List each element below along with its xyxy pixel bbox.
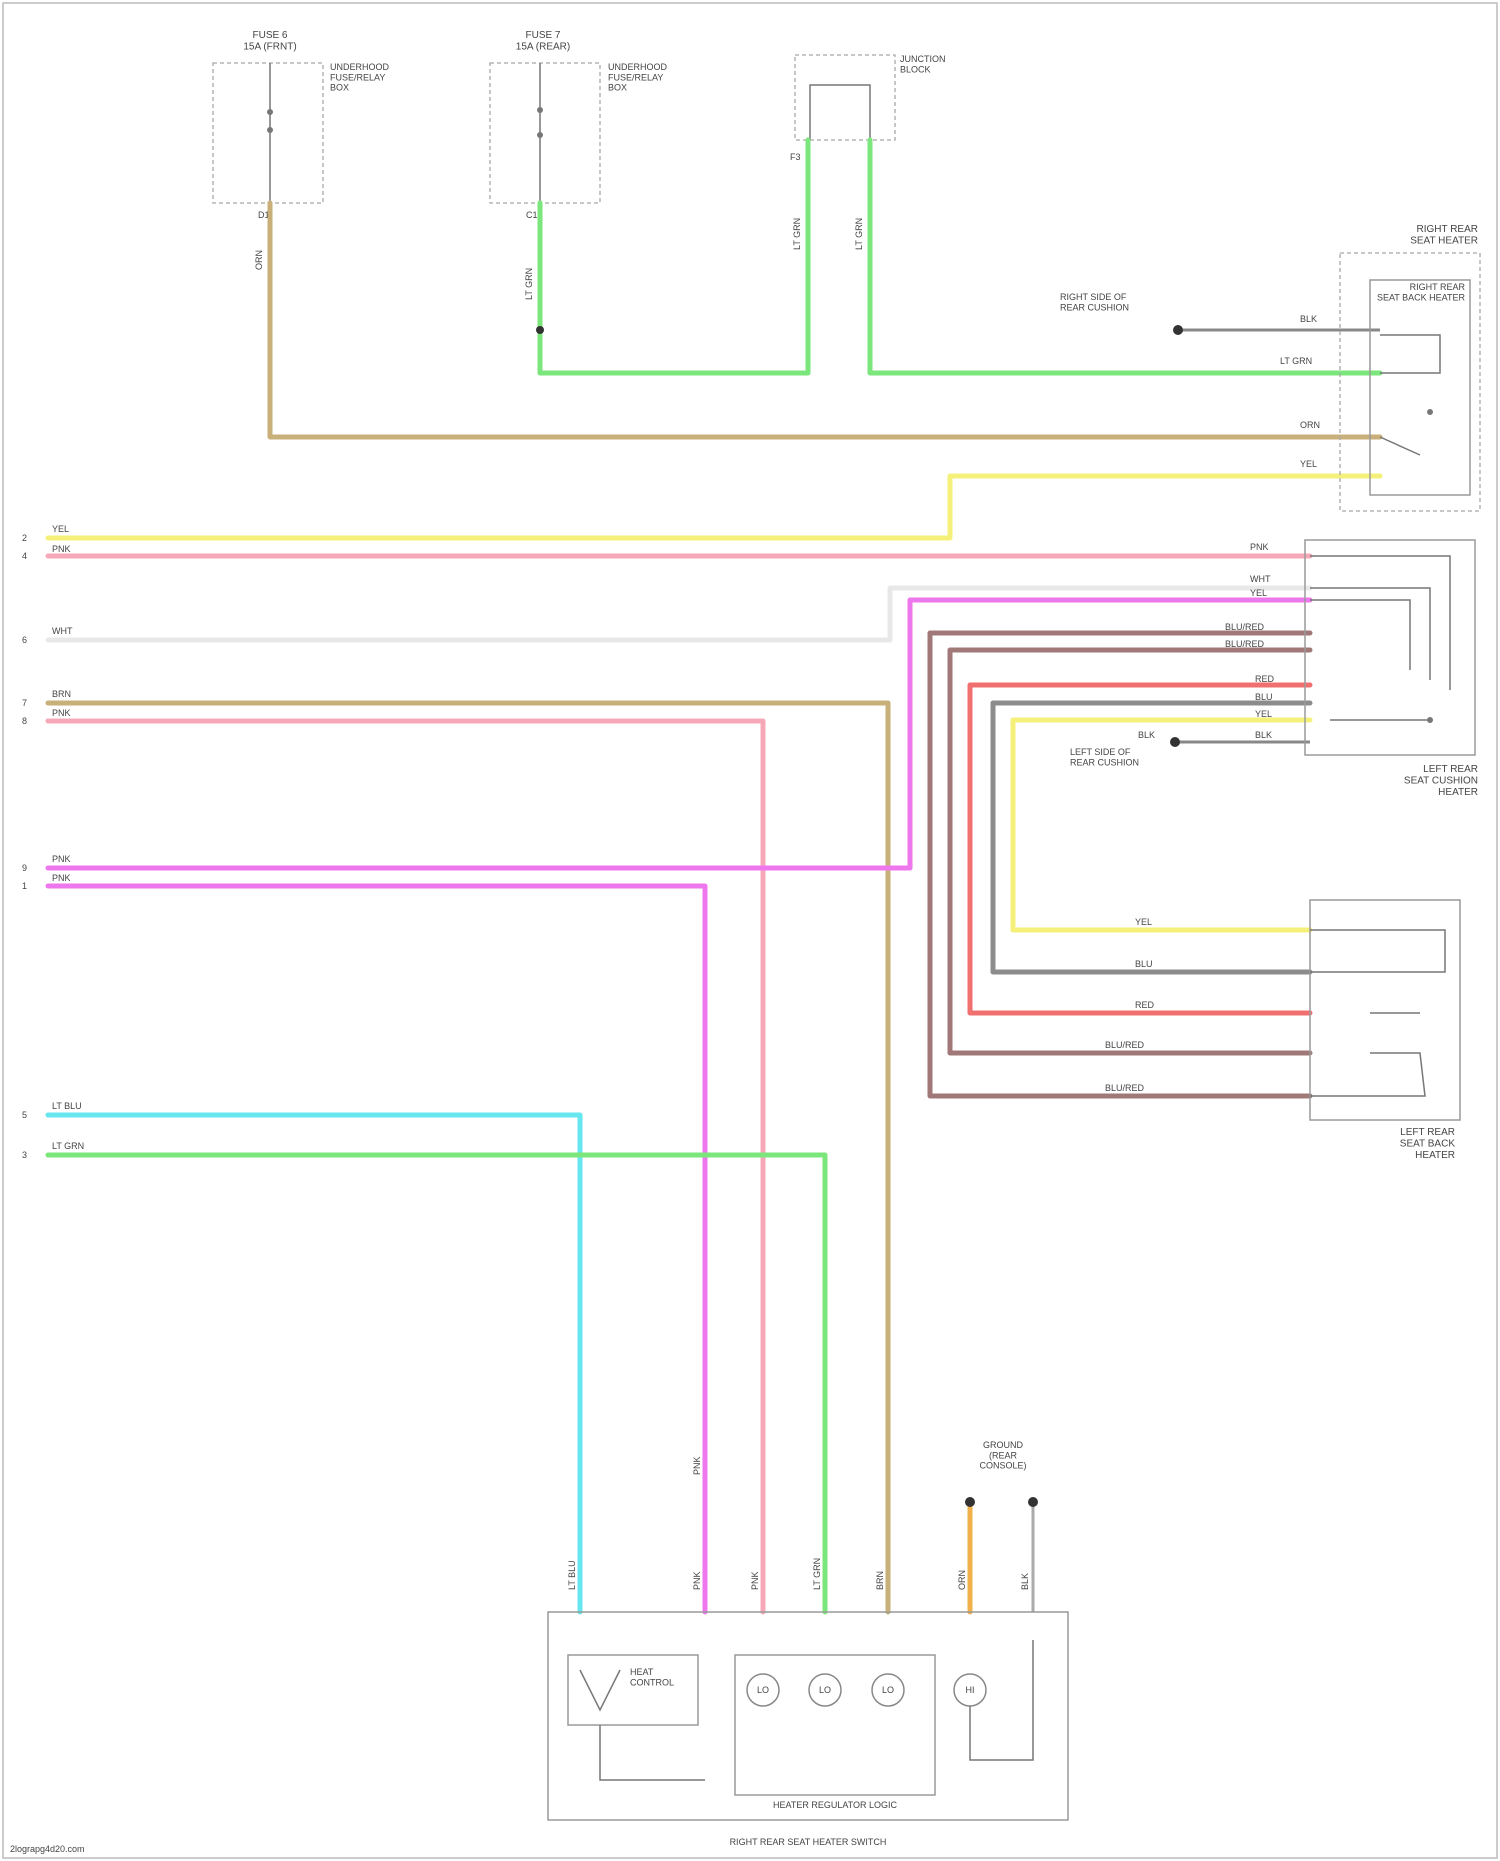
pin-wire-1: PNK bbox=[692, 1571, 702, 1590]
fuse-2-conn: C1 bbox=[526, 210, 538, 220]
led-1: LO bbox=[757, 1685, 769, 1695]
left-rear-w0: PNK bbox=[1250, 542, 1269, 552]
pin-9-label: PNK bbox=[52, 854, 71, 864]
left-rear-w5: RED bbox=[1255, 674, 1275, 684]
pin-4-label: PNK bbox=[52, 544, 71, 554]
left-back-w3: BLU/RED bbox=[1105, 1040, 1145, 1050]
left-rear-ground: BLK bbox=[1138, 730, 1155, 740]
left-rear-w4: BLU/RED bbox=[1225, 639, 1265, 649]
pnk-upper-label: PNK bbox=[692, 1456, 702, 1475]
wire-yel-top bbox=[48, 476, 1380, 538]
wire-label-fuse3b: LT GRN bbox=[854, 218, 864, 250]
pin-8: 8 bbox=[22, 716, 27, 726]
pin-2-label: YEL bbox=[52, 524, 69, 534]
pin-wire-3: LT GRN bbox=[812, 1558, 822, 1590]
pin-wire-2: PNK bbox=[750, 1571, 760, 1590]
led-2: LO bbox=[819, 1685, 831, 1695]
pin-1: 1 bbox=[22, 881, 27, 891]
wire-green-junction bbox=[870, 140, 1380, 373]
left-rear-w7: YEL bbox=[1255, 709, 1272, 719]
switch-label: RIGHT REAR SEAT HEATER SWITCH bbox=[730, 1837, 887, 1847]
wire-green-pin3 bbox=[48, 1155, 825, 1612]
right-rear-w2: ORN bbox=[1300, 420, 1320, 430]
pin-wire-4: BRN bbox=[875, 1571, 885, 1590]
led-4: HI bbox=[966, 1685, 975, 1695]
pin-7-label: BRN bbox=[52, 689, 71, 699]
right-rear-w3: YEL bbox=[1300, 459, 1317, 469]
pin-7: 7 bbox=[22, 698, 27, 708]
wire-pnk-pin8 bbox=[48, 721, 763, 1612]
module-label: HEATER REGULATOR LOGIC bbox=[773, 1800, 898, 1810]
left-back-w1: BLU bbox=[1135, 959, 1153, 969]
pin-wire-0: LT BLU bbox=[567, 1560, 577, 1590]
pin-5: 5 bbox=[22, 1110, 27, 1120]
pin-4: 4 bbox=[22, 551, 27, 561]
pin-8-label: PNK bbox=[52, 708, 71, 718]
left-back-w0: YEL bbox=[1135, 917, 1152, 927]
pin-wire-5: ORN bbox=[957, 1570, 967, 1590]
pin-2: 2 bbox=[22, 533, 27, 543]
left-rear-w2: YEL bbox=[1250, 588, 1267, 598]
wire-label-fuse1: ORN bbox=[254, 250, 264, 270]
wire-orn-fuse1 bbox=[270, 203, 1380, 437]
right-rear-ground: BLK bbox=[1300, 314, 1317, 324]
pin-3-label: LT GRN bbox=[52, 1141, 84, 1151]
wire-mag-pin1 bbox=[48, 886, 705, 1612]
left-rear-w8: BLK bbox=[1255, 730, 1272, 740]
pin-1-label: PNK bbox=[52, 873, 71, 883]
left-back-w4: BLU/RED bbox=[1105, 1083, 1145, 1093]
wire-cyan-pin5 bbox=[48, 1115, 580, 1612]
pin-wire-6: BLK bbox=[1020, 1573, 1030, 1590]
pin-5-label: LT BLU bbox=[52, 1101, 82, 1111]
right-rear-w1: LT GRN bbox=[1280, 356, 1312, 366]
wire-label-fuse2: LT GRN bbox=[524, 268, 534, 300]
pin-9: 9 bbox=[22, 863, 27, 873]
footer-watermark: 2lograpg4d20.com bbox=[10, 1844, 85, 1854]
junction-conn: F3 bbox=[790, 152, 801, 162]
wire-yel-mid bbox=[1013, 720, 1310, 930]
pin-6-label: WHT bbox=[52, 626, 73, 636]
wire-label-fuse3a: LT GRN bbox=[792, 218, 802, 250]
wire-green-fuse2 bbox=[540, 140, 808, 373]
led-3: LO bbox=[882, 1685, 894, 1695]
left-rear-w1: WHT bbox=[1250, 574, 1271, 584]
left-rear-w6: BLU bbox=[1255, 692, 1273, 702]
left-rear-w3: BLU/RED bbox=[1225, 622, 1265, 632]
left-side-pins: 2 YEL 4 PNK 6 WHT 7 BRN 8 PNK 9 PNK 1 PN… bbox=[22, 524, 84, 1160]
left-back-w2: RED bbox=[1135, 1000, 1155, 1010]
pin-6: 6 bbox=[22, 635, 27, 645]
pin-3: 3 bbox=[22, 1150, 27, 1160]
